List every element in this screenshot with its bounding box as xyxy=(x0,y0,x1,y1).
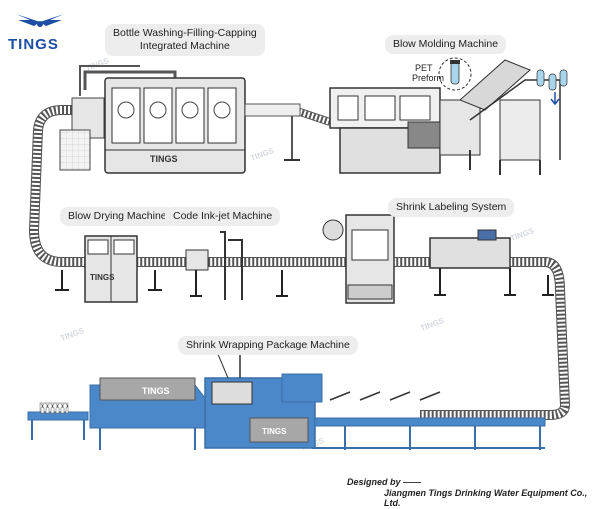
label-shrink-wrapping-text: Shrink Wrapping Package Machine xyxy=(186,339,350,351)
label-code-inkjet: Code Ink-jet Machine xyxy=(165,207,281,226)
svg-text:TINGS: TINGS xyxy=(90,273,115,282)
washing-filling-capping-machine: TINGS xyxy=(59,65,301,174)
label-washing-filling-capping: Bottle Washing-Filling-Capping Integrate… xyxy=(105,24,265,56)
washing-machine-logo: TINGS xyxy=(150,154,178,164)
blow-molding-machine xyxy=(329,59,561,175)
code-inkjet-machine xyxy=(185,231,288,300)
label-shrink-labeling: Shrink Labeling System xyxy=(388,198,515,217)
svg-text:Preform: Preform xyxy=(412,73,444,83)
svg-text:PET: PET xyxy=(415,63,433,73)
label-blow-drying: Blow Drying Machine xyxy=(60,207,175,226)
packed-bottles xyxy=(39,402,69,414)
eagle-wings-icon xyxy=(16,14,64,27)
label-code-inkjet-text: Code Ink-jet Machine xyxy=(173,210,273,222)
brand-name: TINGS xyxy=(8,36,59,53)
preform-detail: PET Preform xyxy=(412,57,568,106)
svg-text:TINGS: TINGS xyxy=(142,386,170,396)
svg-text:TINGS: TINGS xyxy=(150,154,178,164)
shrink-labeling-machine xyxy=(322,214,554,304)
label-washing-line2: Integrated Machine xyxy=(139,40,230,52)
shrink-wrapping-machine: TINGS TINGS xyxy=(27,339,546,450)
blow-drying-machine: TINGS xyxy=(55,235,162,303)
designed-by: Designed by —— xyxy=(347,477,422,487)
svg-text:TINGS: TINGS xyxy=(262,427,287,436)
label-shrink-wrapping: Shrink Wrapping Package Machine xyxy=(178,336,358,355)
company-name: Jiangmen Tings Drinking Water Equipment … xyxy=(384,488,588,508)
preform-bottle-icon xyxy=(536,69,568,106)
label-blow-drying-text: Blow Drying Machine xyxy=(68,210,167,222)
label-shrink-labeling-text: Shrink Labeling System xyxy=(396,201,507,213)
label-blow-molding: Blow Molding Machine xyxy=(385,35,507,54)
label-washing-line1: Bottle Washing-Filling-Capping xyxy=(113,27,257,39)
label-blow-molding-text: Blow Molding Machine xyxy=(393,38,499,50)
